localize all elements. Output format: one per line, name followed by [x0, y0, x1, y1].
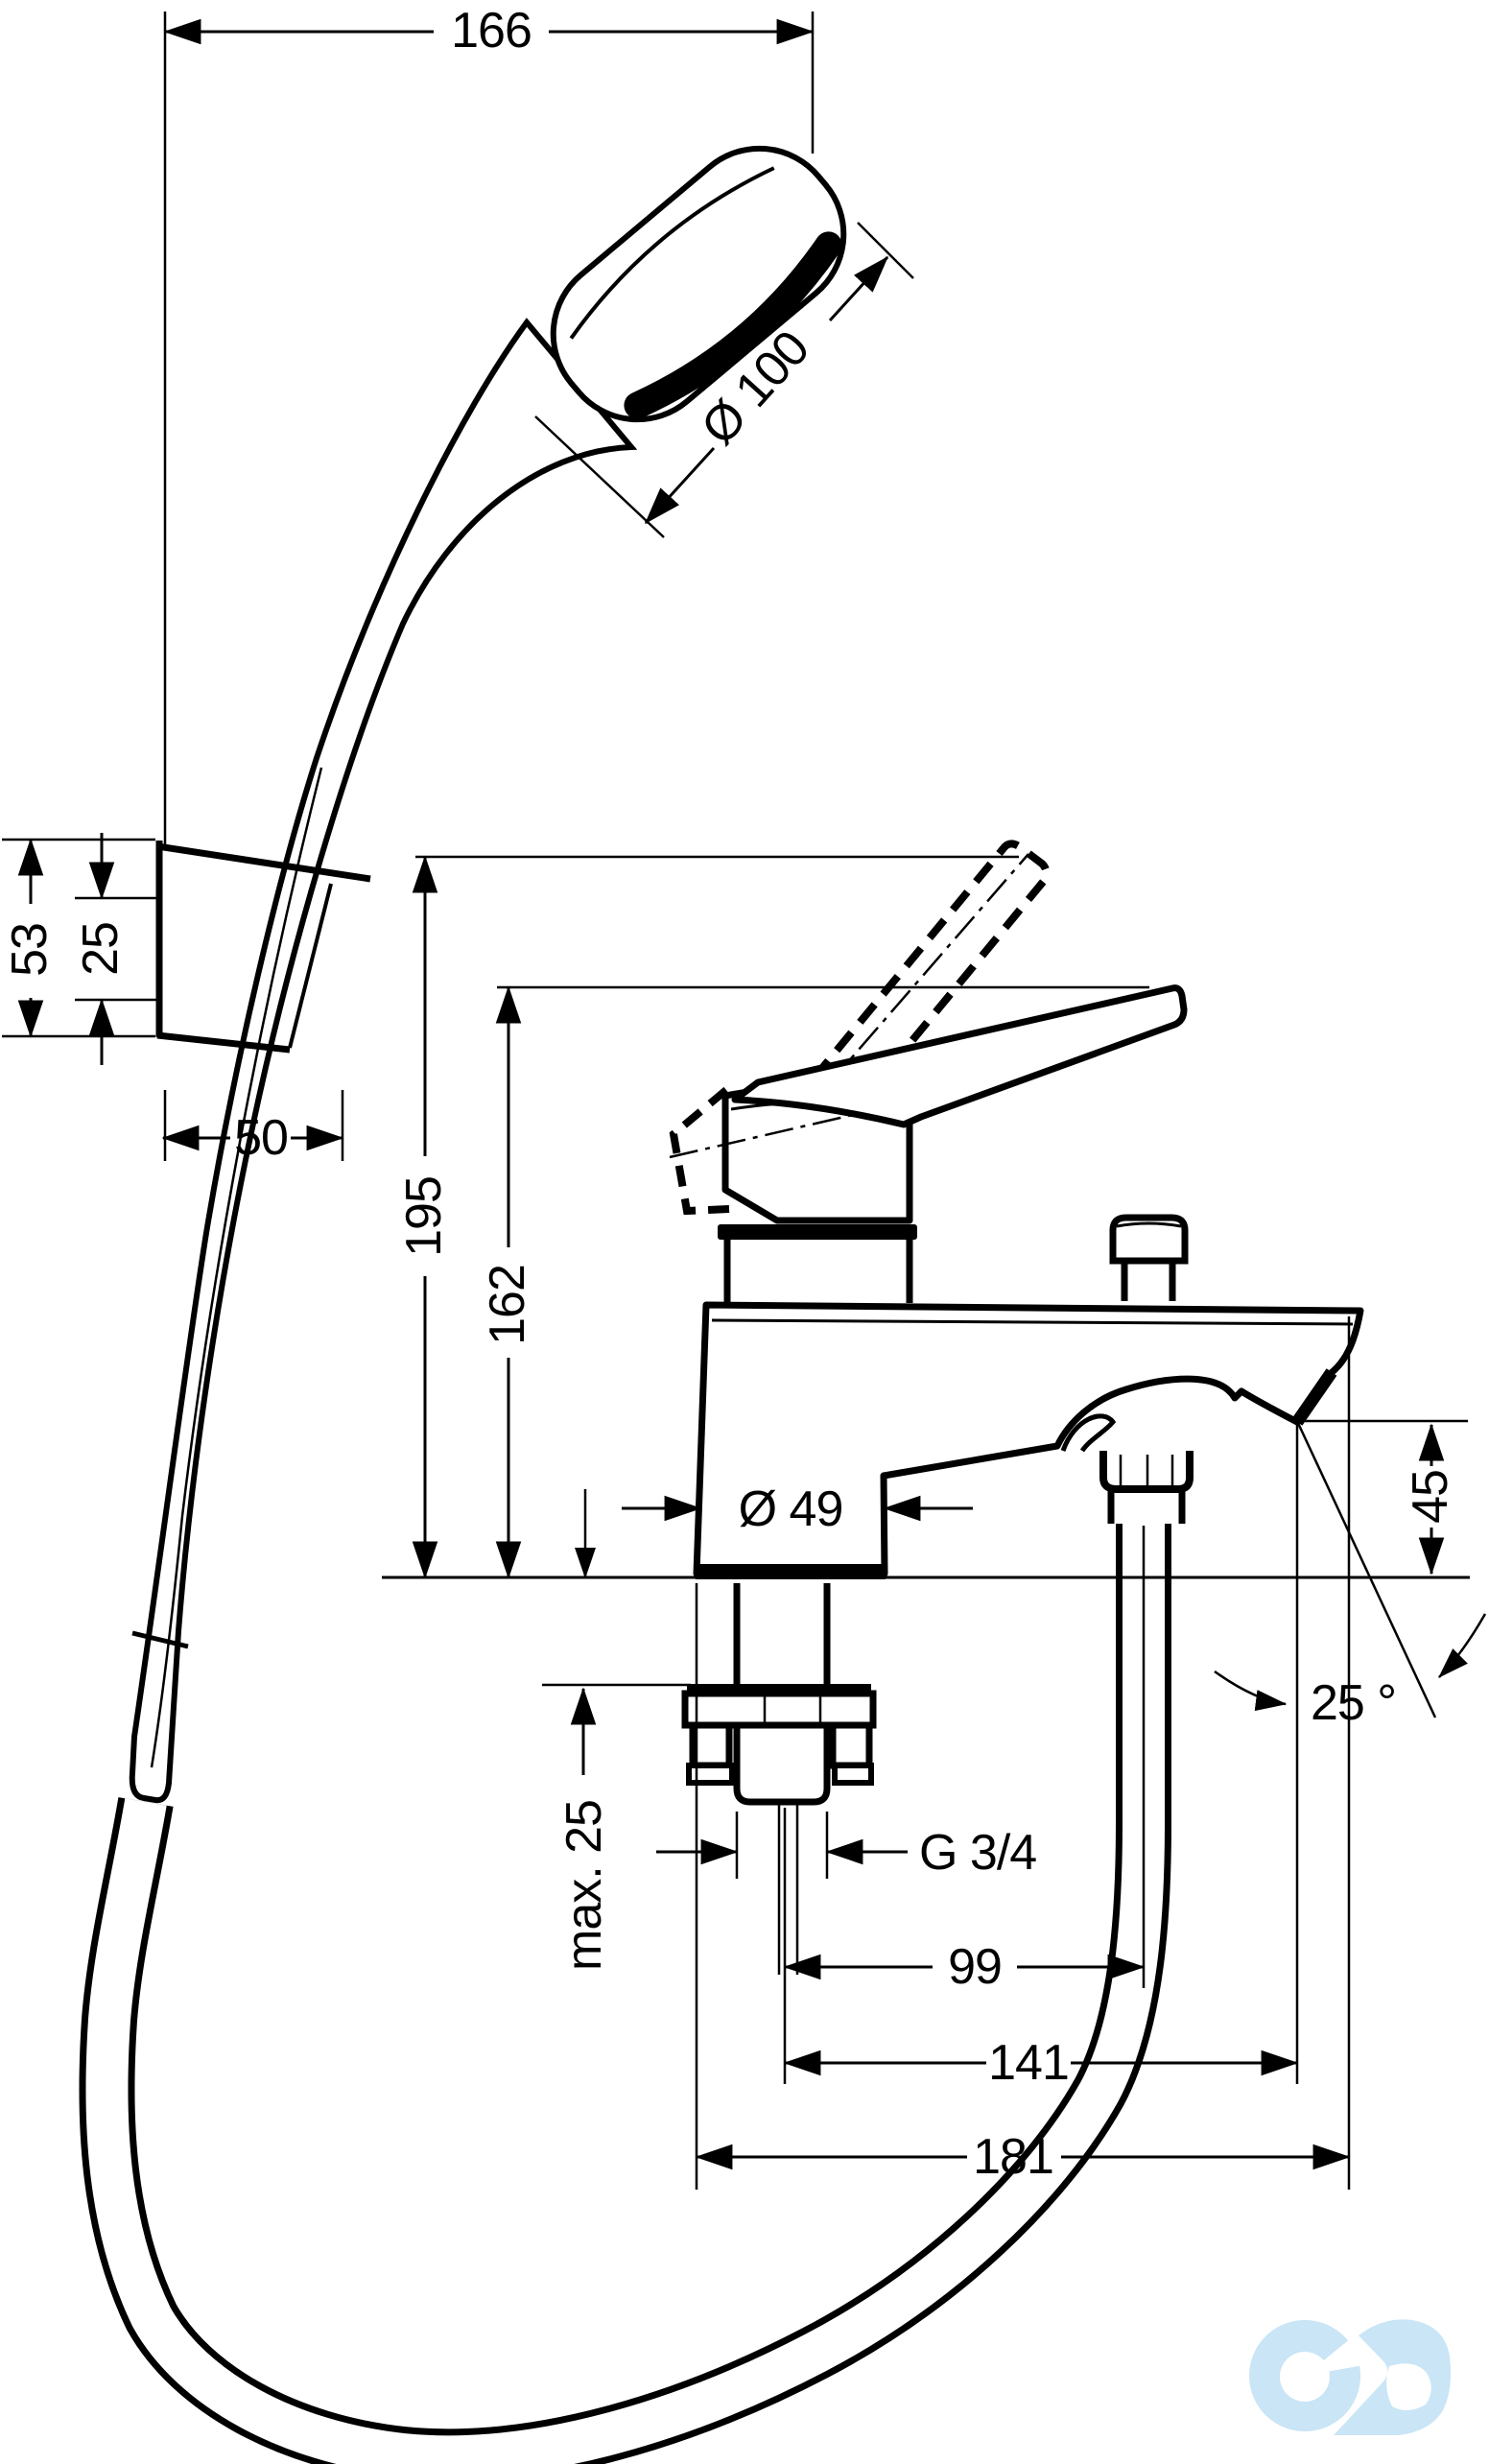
dim-166: 166	[163, 3, 815, 844]
dim-166-label: 166	[451, 3, 532, 59]
dim-53-label: 53	[2, 923, 58, 977]
dim-thread-g34: G 3/4	[656, 1812, 1037, 1881]
shower-hose	[79, 1524, 1171, 2464]
dim-d49-label: Ø 49	[739, 1481, 843, 1537]
diverter-knob	[1109, 1214, 1189, 1301]
dim-spout-angle: 25 °	[1214, 1420, 1487, 2084]
watermark-logo	[1249, 2319, 1452, 2435]
water-symbol	[1060, 1413, 1117, 1453]
dim-spout-height-45: 45	[1297, 1419, 1468, 1576]
spout-outlet-face	[1291, 1368, 1337, 1426]
dim-height-162: 162	[480, 985, 1149, 1579]
dim-outlet-99: 99	[783, 1526, 1146, 2084]
dim-height-195: 195	[396, 855, 1019, 1579]
hand-shower-handle	[129, 318, 638, 1804]
dim-bracket-50: 50	[161, 1090, 344, 1166]
dim-body-diameter: Ø 49	[574, 1481, 973, 1579]
dim-162-label: 162	[480, 1265, 535, 1345]
dim-25-label: 25	[73, 922, 129, 976]
dim-141-label: 141	[988, 2035, 1069, 2091]
dim-g34-label: G 3/4	[919, 1825, 1036, 1881]
lever-handle	[731, 984, 1188, 1128]
lever-dashed-lowered	[669, 1086, 730, 1216]
dim-deck-thickness: max. 25	[542, 1683, 691, 1971]
wall-bracket	[155, 841, 371, 1054]
dim-total-reach-181: 181	[695, 1316, 1351, 2190]
dim-angle-label: 25 °	[1311, 1675, 1396, 1731]
dim-bracket-25: 25	[73, 833, 158, 1065]
mixer-body	[669, 840, 1364, 1579]
dim-99-label: 99	[948, 1939, 1002, 1995]
dim-45-label: 45	[1403, 1470, 1458, 1524]
base-flange	[695, 1564, 886, 1579]
dim-bracket-53: 53	[2, 838, 155, 1038]
dim-max25-label: max. 25	[556, 1800, 612, 1971]
lever-dashed-raised	[808, 840, 1051, 1106]
handle-ring	[718, 1224, 917, 1240]
hand-shower-head	[550, 145, 847, 423]
dim-195-label: 195	[396, 1176, 452, 1257]
spout	[693, 1301, 1364, 1577]
mounting-shank	[681, 1583, 877, 1975]
logo-left-ring	[1249, 2320, 1361, 2431]
dim-50-label: 50	[234, 1110, 288, 1166]
spray-face	[624, 231, 842, 419]
spout-outlet-connector	[1099, 1451, 1194, 1524]
dim-reach-141: 141	[783, 2035, 1299, 2091]
dim-181-label: 181	[973, 2129, 1053, 2185]
